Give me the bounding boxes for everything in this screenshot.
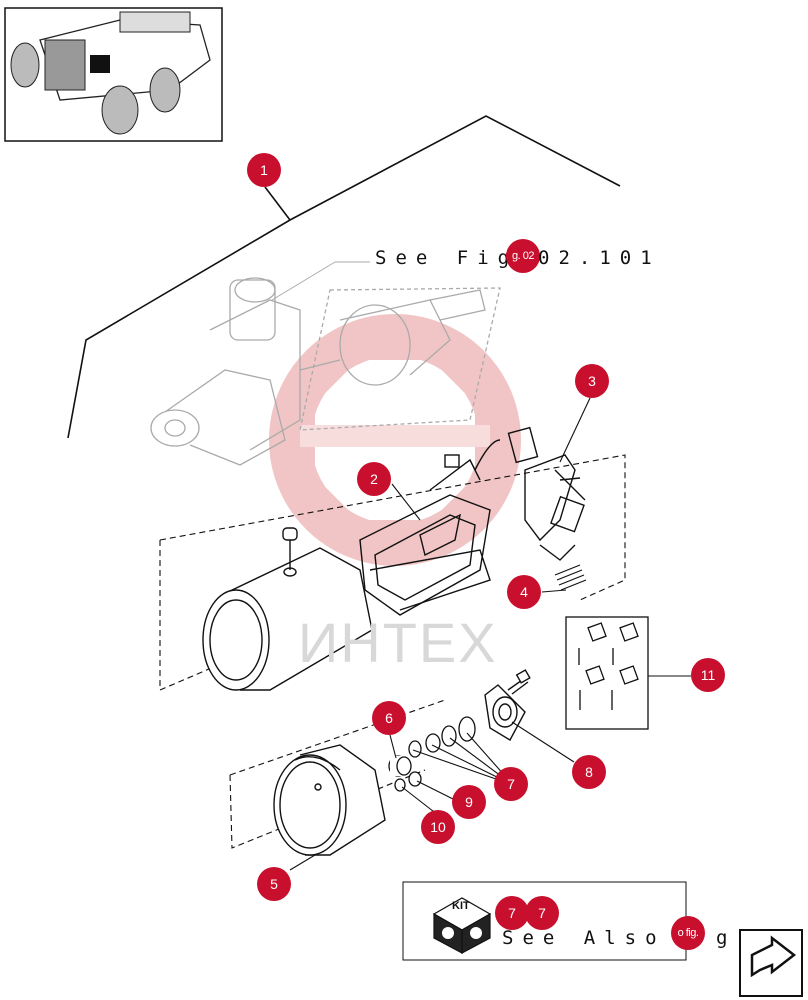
starter-motor-outline (150, 277, 501, 466)
see-fig-number: 02.101 (538, 247, 661, 269)
field-frame-part (359, 458, 491, 616)
assembly-bracket (67, 115, 621, 439)
callout-2[interactable]: 2 (357, 462, 391, 496)
callout-1[interactable]: 1 (247, 153, 281, 187)
watermark-text: ИНТЕХ (298, 611, 498, 674)
watermark-gear-logo (269, 314, 521, 566)
see-also-text: See Also (502, 927, 666, 949)
see-also-trail: g (716, 927, 737, 949)
see-also-badge[interactable]: o fig. (671, 916, 705, 950)
see-fig-prefix: See Fig (375, 247, 519, 269)
flange-bearing-part (484, 669, 531, 741)
callout-11[interactable]: 11 (691, 658, 725, 692)
kit-callout-7a[interactable]: 7 (495, 896, 529, 930)
see-fig-badge[interactable]: g. 02 (506, 239, 540, 273)
vehicle-thumbnail (4, 7, 223, 142)
kit-callout-7b[interactable]: 7 (525, 896, 559, 930)
end-cover-part (273, 744, 386, 856)
next-page-arrow-icon[interactable] (739, 929, 803, 997)
callout-6[interactable]: 6 (372, 701, 406, 735)
callout-4[interactable]: 4 (507, 575, 541, 609)
callout-9[interactable]: 9 (452, 785, 486, 819)
starter-motor-leader (271, 261, 370, 301)
yoke-housing-part (202, 527, 373, 691)
callout-5[interactable]: 5 (257, 867, 291, 901)
brush-plate-part (444, 426, 586, 561)
kit-label: KIT (452, 900, 470, 912)
brush-kit-box (565, 616, 649, 730)
callout-3[interactable]: 3 (575, 364, 609, 398)
callout-10[interactable]: 10 (421, 810, 455, 844)
kit-icon (432, 897, 492, 955)
see-also-box (402, 881, 687, 961)
callout-8[interactable]: 8 (572, 755, 606, 789)
callout-7[interactable]: 7 (494, 767, 528, 801)
small-parts (388, 716, 476, 792)
spring-part (554, 564, 587, 591)
